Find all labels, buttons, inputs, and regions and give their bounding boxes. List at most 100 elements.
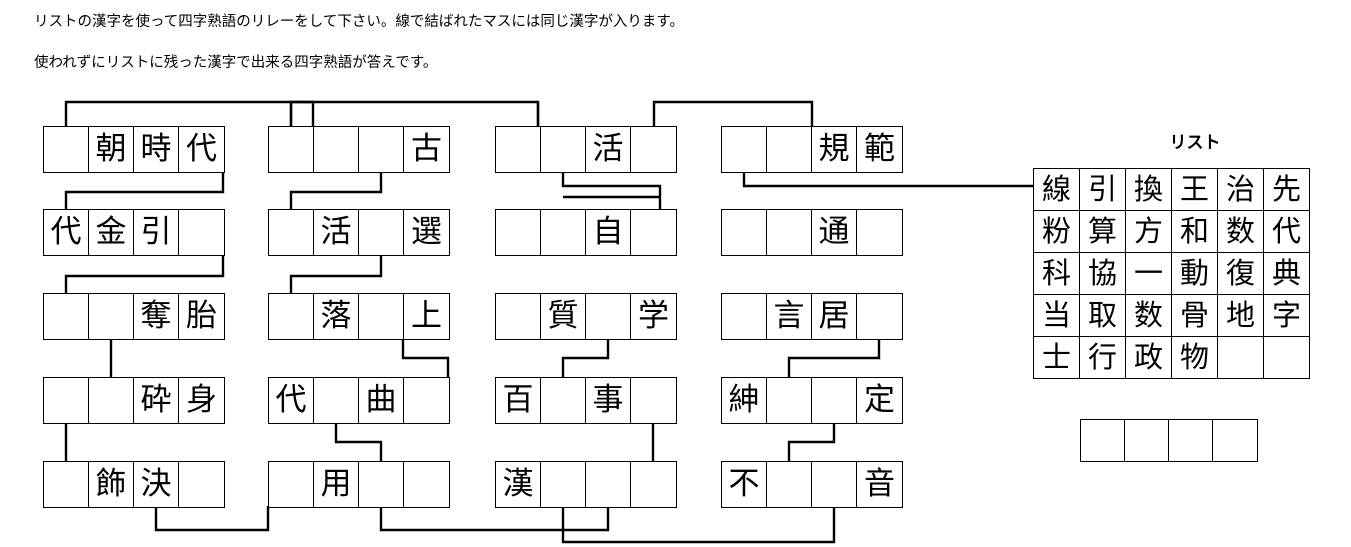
link-c2r2-third-to-c2r3-first — [289, 254, 383, 293]
kanji-cell-empty[interactable] — [812, 378, 857, 423]
kanji-cell-filled: 代 — [269, 378, 314, 423]
list-kanji-cell[interactable]: 代 — [1263, 210, 1310, 253]
kanji-cell-empty[interactable] — [89, 294, 134, 339]
list-row: 線引換王治先 — [1033, 168, 1310, 211]
kanji-cell-empty[interactable] — [631, 462, 676, 507]
kanji-cell-filled: 規 — [812, 127, 857, 172]
answer-cell[interactable] — [1213, 420, 1257, 461]
kanji-cell-empty[interactable] — [359, 462, 404, 507]
answer-cell[interactable] — [1169, 420, 1213, 461]
kanji-cell-filled: 古 — [404, 127, 449, 172]
word-row-c1-r5: 飾決 — [43, 461, 225, 508]
list-kanji-cell[interactable]: 数 — [1125, 294, 1172, 337]
kanji-cell-filled: 不 — [722, 462, 767, 507]
kanji-cell-empty[interactable] — [631, 378, 676, 423]
kanji-cell-empty[interactable] — [89, 378, 134, 423]
kanji-cell-empty[interactable] — [44, 127, 89, 172]
list-kanji-cell[interactable]: 和 — [1171, 210, 1218, 253]
kanji-cell-filled: 飾 — [89, 462, 134, 507]
link-c3r1-second-to-c3r2-second — [561, 171, 662, 209]
list-empty-cell[interactable] — [1263, 336, 1310, 379]
kanji-cell-empty[interactable] — [586, 462, 631, 507]
kanji-cell-empty[interactable] — [404, 378, 449, 423]
list-empty-cell[interactable] — [1217, 336, 1264, 379]
list-kanji-cell[interactable]: 士 — [1033, 336, 1080, 379]
list-kanji-cell[interactable]: 復 — [1217, 252, 1264, 295]
kanji-cell-empty[interactable] — [496, 294, 541, 339]
kanji-cell-empty[interactable] — [404, 462, 449, 507]
kanji-cell-empty[interactable] — [496, 127, 541, 172]
list-kanji-cell[interactable]: 線 — [1033, 168, 1080, 211]
list-kanji-cell[interactable]: 典 — [1263, 252, 1310, 295]
list-kanji-cell[interactable]: 先 — [1263, 168, 1310, 211]
kanji-cell-empty[interactable] — [631, 127, 676, 172]
link-c1r1-last-to-c1r2-first — [64, 171, 225, 209]
link-c1r2-last-to-c1r3-first — [64, 254, 225, 293]
kanji-cell-empty[interactable] — [586, 294, 631, 339]
kanji-cell-empty[interactable] — [44, 462, 89, 507]
list-kanji-cell[interactable]: 骨 — [1171, 294, 1218, 337]
list-kanji-cell[interactable]: 動 — [1171, 252, 1218, 295]
list-kanji-cell[interactable]: 粉 — [1033, 210, 1080, 253]
answer-cell[interactable] — [1081, 420, 1125, 461]
word-row-c1-r1: 朝時代 — [43, 126, 225, 173]
kanji-cell-empty[interactable] — [541, 127, 586, 172]
kanji-cell-empty[interactable] — [631, 210, 676, 255]
kanji-cell-empty[interactable] — [269, 127, 314, 172]
list-kanji-cell[interactable]: 字 — [1263, 294, 1310, 337]
kanji-cell-empty[interactable] — [767, 378, 812, 423]
answer-cell[interactable] — [1125, 420, 1169, 461]
kanji-cell-empty[interactable] — [179, 462, 224, 507]
list-kanji-cell[interactable]: 政 — [1125, 336, 1172, 379]
kanji-cell-empty[interactable] — [269, 294, 314, 339]
instruction-line-2: 使われずにリストに残った漢字で出来る四字熟語が答えです。 — [34, 55, 438, 71]
kanji-cell-empty[interactable] — [541, 462, 586, 507]
kanji-cell-empty[interactable] — [359, 294, 404, 339]
list-kanji-cell[interactable]: 方 — [1125, 210, 1172, 253]
link-c2r1-third-to-c2r2-second — [289, 171, 383, 209]
kanji-cell-empty[interactable] — [812, 462, 857, 507]
kanji-cell-empty[interactable] — [359, 210, 404, 255]
kanji-cell-empty[interactable] — [314, 127, 359, 172]
kanji-cell-empty[interactable] — [722, 127, 767, 172]
answer-box[interactable] — [1080, 419, 1258, 462]
list-kanji-cell[interactable]: 協 — [1079, 252, 1126, 295]
kanji-cell-empty[interactable] — [179, 210, 224, 255]
kanji-cell-empty[interactable] — [722, 210, 767, 255]
kanji-cell-empty[interactable] — [44, 378, 89, 423]
kanji-cell-empty[interactable] — [767, 210, 812, 255]
list-kanji-cell[interactable]: 算 — [1079, 210, 1126, 253]
list-kanji-cell[interactable]: 取 — [1079, 294, 1126, 337]
kanji-cell-empty[interactable] — [496, 210, 541, 255]
list-kanji-cell[interactable]: 物 — [1171, 336, 1218, 379]
link-c4r3-last-to-c4r4-second — [787, 338, 881, 377]
kanji-cell-empty[interactable] — [44, 294, 89, 339]
kanji-cell-empty[interactable] — [857, 294, 902, 339]
list-kanji-cell[interactable]: 科 — [1033, 252, 1080, 295]
list-kanji-cell[interactable]: 数 — [1217, 210, 1264, 253]
list-kanji-cell[interactable]: 換 — [1125, 168, 1172, 211]
list-kanji-cell[interactable]: 引 — [1079, 168, 1126, 211]
word-row-c4-r5: 不音 — [721, 461, 903, 508]
kanji-cell-empty[interactable] — [541, 378, 586, 423]
word-row-c3-r3: 質学 — [495, 293, 677, 340]
kanji-cell-empty[interactable] — [722, 294, 767, 339]
list-kanji-cell[interactable]: 当 — [1033, 294, 1080, 337]
word-row-c1-r3: 奪胎 — [43, 293, 225, 340]
link-c2r4-second-to-c2r5-third — [334, 422, 383, 461]
kanji-cell-empty[interactable] — [314, 378, 359, 423]
list-row: 当取数骨地字 — [1033, 294, 1310, 337]
kanji-cell-empty[interactable] — [359, 127, 404, 172]
list-kanji-cell[interactable]: 地 — [1217, 294, 1264, 337]
list-kanji-cell[interactable]: 一 — [1125, 252, 1172, 295]
kanji-cell-empty[interactable] — [269, 210, 314, 255]
kanji-cell-empty[interactable] — [767, 127, 812, 172]
kanji-cell-empty[interactable] — [269, 462, 314, 507]
list-kanji-cell[interactable]: 行 — [1079, 336, 1126, 379]
kanji-cell-empty[interactable] — [857, 210, 902, 255]
kanji-cell-empty[interactable] — [767, 462, 812, 507]
list-kanji-cell[interactable]: 治 — [1217, 168, 1264, 211]
word-row-c1-r2: 代金引 — [43, 209, 225, 256]
list-kanji-cell[interactable]: 王 — [1171, 168, 1218, 211]
kanji-cell-empty[interactable] — [541, 210, 586, 255]
